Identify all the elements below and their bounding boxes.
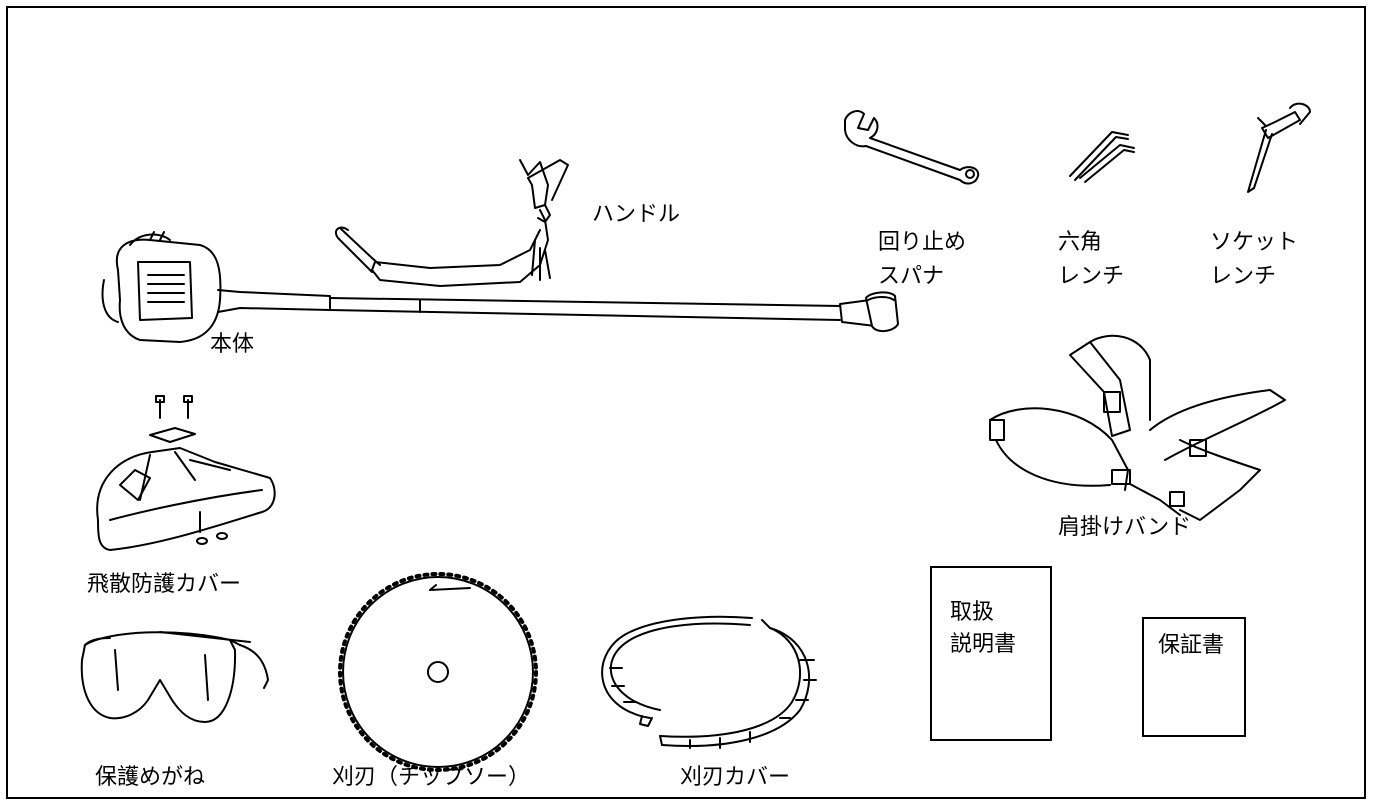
label-spanner-line2: スパナ: [878, 264, 945, 289]
warranty-card: 保証書: [1142, 617, 1246, 737]
safety-goggles-illustration: [80, 631, 269, 723]
label-hex-wrench-line1: 六角: [1058, 230, 1103, 255]
label-manual-line1: 取扱: [950, 600, 995, 625]
label-saw-blade: 刈刃（チップソー）: [332, 765, 531, 790]
label-manual-line2: 説明書: [950, 632, 1017, 657]
label-socket-wrench-line1: ソケット: [1210, 230, 1299, 255]
socket-wrench-illustration: [1247, 102, 1311, 193]
label-debris-guard: 飛散防護カバー: [87, 572, 242, 597]
label-handle: ハンドル: [592, 202, 681, 227]
handle-illustration: [334, 159, 569, 287]
hex-wrench-illustration: [1069, 131, 1135, 183]
label-shoulder-harness: 肩掛けバンド: [1058, 515, 1192, 540]
debris-guard-illustration: [96, 395, 276, 551]
blade-cover-illustration: [601, 615, 817, 749]
engine-body-illustration: [101, 231, 899, 343]
spanner-illustration: [844, 110, 980, 185]
diagram-frame: [6, 6, 1366, 799]
label-warranty: 保証書: [1158, 633, 1225, 658]
label-hex-wrench-line2: レンチ: [1058, 264, 1125, 289]
saw-blade-illustration: [338, 572, 538, 772]
label-goggles: 保護めがね: [95, 765, 206, 790]
shoulder-harness-illustration: [989, 334, 1286, 521]
label-spanner-line1: 回り止め: [878, 230, 967, 255]
instruction-manual: 取扱 説明書: [930, 566, 1052, 741]
label-body: 本体: [210, 332, 255, 357]
label-socket-wrench-line2: レンチ: [1210, 264, 1277, 289]
label-blade-cover: 刈刃カバー: [680, 765, 791, 790]
